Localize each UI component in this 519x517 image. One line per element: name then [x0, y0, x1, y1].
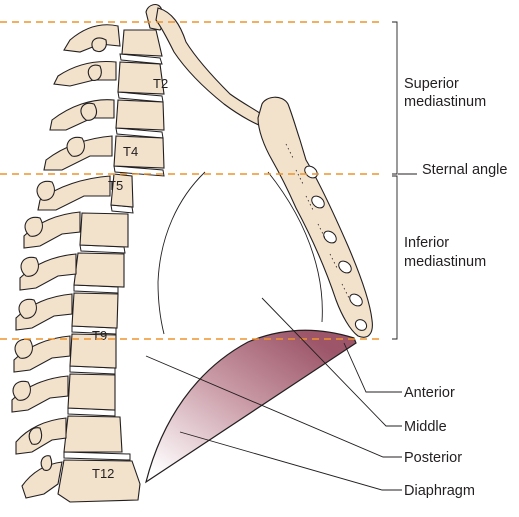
- label-inferior-line1: Inferior: [404, 235, 449, 251]
- bracket-inferior: [392, 175, 398, 340]
- pericardium-outline-right: [267, 171, 323, 323]
- sternal-costal-notches: [304, 165, 368, 331]
- sternum: [257, 96, 373, 338]
- vertebral-column: T2 T4 T5 T9 T12: [11, 3, 168, 503]
- posterior-elements: [11, 24, 121, 499]
- label-sternal-angle: Sternal angle: [422, 162, 507, 178]
- label-middle: Middle: [404, 419, 447, 435]
- label-inferior-line2: mediastinum: [404, 254, 486, 270]
- leader-anterior: [343, 342, 402, 393]
- leader-posterior: [145, 355, 402, 458]
- vertebra-label-t5: T5: [108, 178, 123, 193]
- first-rib: [155, 7, 274, 131]
- vertebra-label-t2: T2: [153, 76, 168, 91]
- label-superior-line2: mediastinum: [404, 94, 486, 110]
- bracket-superior: [392, 21, 398, 175]
- label-diaphragm: Diaphragm: [404, 483, 475, 499]
- vertebral-bodies: [57, 3, 167, 503]
- vertebra-label-t12: T12: [92, 466, 114, 481]
- label-anterior: Anterior: [404, 385, 455, 401]
- label-superior-line1: Superior: [404, 76, 459, 92]
- leader-diaphragm: [179, 431, 402, 491]
- label-posterior: Posterior: [404, 450, 462, 466]
- diaphragm: [145, 329, 357, 484]
- leader-middle: [261, 297, 402, 427]
- vertebra-label-t4: T4: [123, 144, 138, 159]
- vertebra-label-t9: T9: [92, 328, 107, 343]
- pericardium-outline: [157, 171, 206, 335]
